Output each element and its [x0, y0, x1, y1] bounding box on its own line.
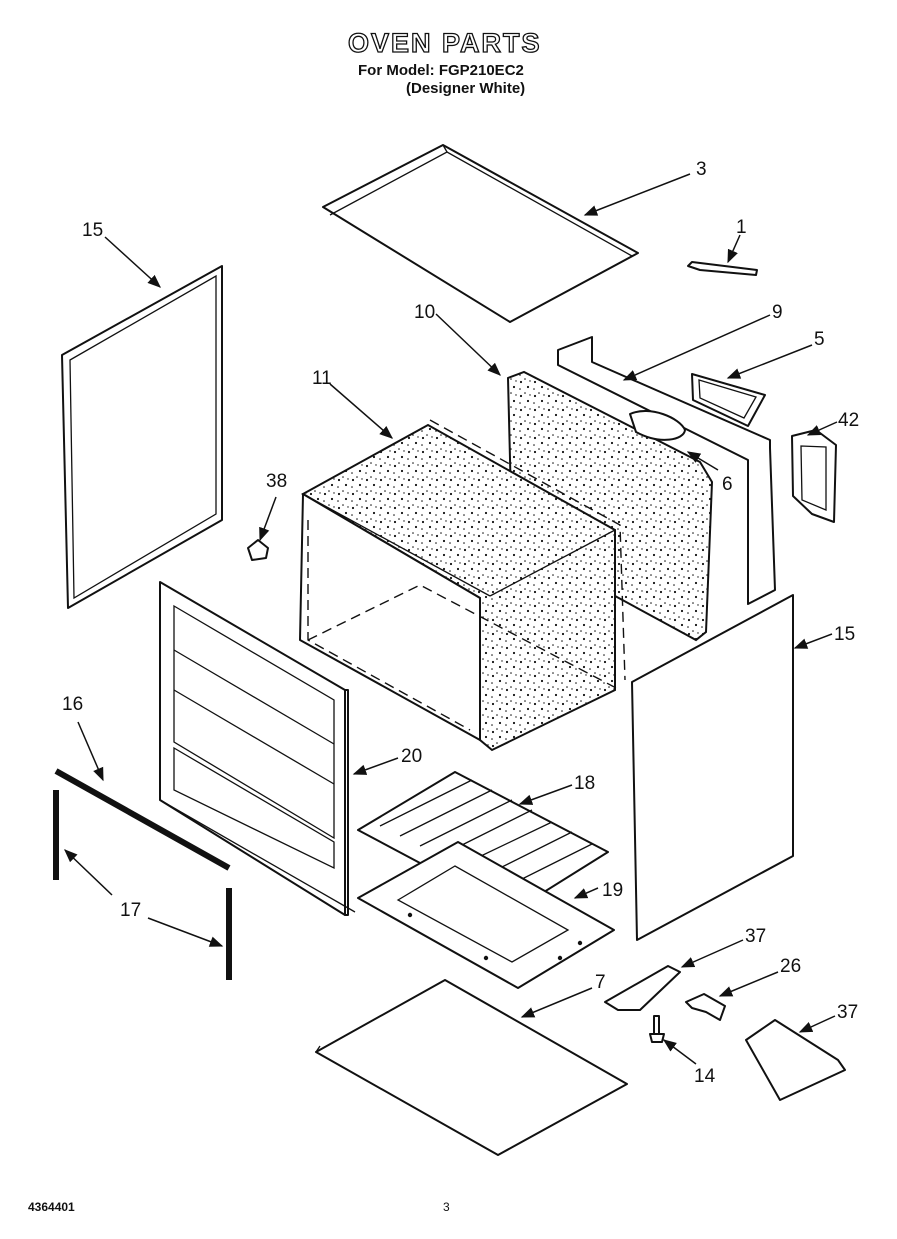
callout-7: 7: [595, 972, 606, 993]
callout-42: 42: [838, 410, 859, 431]
callout-37-right: 37: [837, 1002, 858, 1023]
callout-16: 16: [62, 694, 83, 715]
part-11-liner-insulation: [299, 419, 626, 752]
part-17-trim-pieces: [53, 790, 232, 980]
callout-3: 3: [696, 159, 707, 180]
callout-38: 38: [266, 471, 287, 492]
page-number: 3: [443, 1200, 450, 1214]
callout-6: 6: [722, 474, 733, 495]
part-15-right-side-panel: [631, 594, 794, 941]
part-38-clip: [247, 539, 269, 561]
callout-10: 10: [414, 302, 435, 323]
callout-37-left: 37: [745, 926, 766, 947]
callout-14: 14: [694, 1066, 716, 1087]
page-title: OVEN PARTS: [347, 27, 542, 58]
callout-15-left: 15: [82, 220, 103, 241]
part-20-front-frame: [159, 581, 356, 916]
callout-15-right: 15: [834, 624, 855, 645]
part-37-leg-bracket-right: [745, 1019, 846, 1101]
part-14-leveling-leg: [649, 1015, 665, 1043]
model-line: For Model: FGP210EC2: [358, 62, 524, 79]
part-42-vent-bracket: [791, 429, 837, 523]
callout-11: 11: [312, 368, 332, 389]
callout-18: 18: [574, 773, 595, 794]
callout-26: 26: [780, 956, 801, 977]
part-7-bottom-panel: [315, 979, 628, 1156]
callout-9: 9: [772, 302, 783, 323]
callout-19: 19: [602, 880, 623, 901]
callout-17: 17: [120, 900, 141, 921]
part-1-bracket: [687, 261, 758, 276]
part-3-top-panel: [322, 144, 639, 323]
color-line: (Designer White): [406, 80, 526, 97]
callout-1: 1: [736, 217, 747, 238]
leader-lines: [64, 173, 838, 1065]
callout-20: 20: [401, 746, 422, 767]
part-15-left-side-panel: [61, 265, 223, 609]
part-19-oven-bottom: [357, 841, 615, 989]
part-37-leg-bracket-left: [604, 965, 681, 1011]
part-16-trim-strip: [54, 768, 231, 871]
part-26-clip: [685, 993, 726, 1021]
doc-number: 4364401: [28, 1200, 75, 1214]
callout-5: 5: [814, 329, 825, 350]
